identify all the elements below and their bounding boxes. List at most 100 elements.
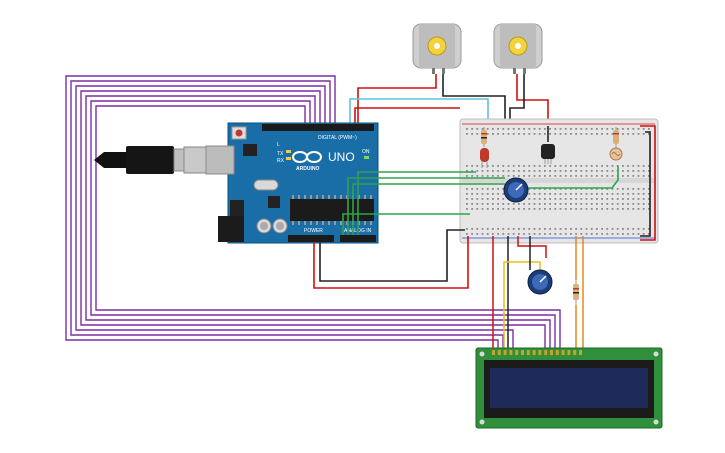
breadboard-hole[interactable]: [518, 175, 520, 177]
breadboard-hole[interactable]: [590, 175, 593, 177]
breadboard-hole[interactable]: [549, 198, 551, 200]
breadboard-hole[interactable]: [590, 133, 593, 135]
breadboard-hole[interactable]: [564, 203, 567, 205]
breadboard-hole[interactable]: [538, 188, 541, 190]
breadboard-hole[interactable]: [497, 228, 499, 230]
breadboard-hole[interactable]: [502, 193, 505, 195]
breadboard-hole[interactable]: [606, 188, 609, 190]
breadboard-hole[interactable]: [528, 170, 531, 172]
breadboard-hole[interactable]: [580, 193, 583, 195]
breadboard-hole[interactable]: [554, 203, 557, 205]
breadboard-hole[interactable]: [585, 208, 588, 210]
breadboard-hole[interactable]: [575, 198, 577, 200]
breadboard-hole[interactable]: [481, 198, 484, 200]
breadboard-hole[interactable]: [575, 165, 577, 167]
breadboard-hole[interactable]: [627, 193, 629, 195]
breadboard-hole[interactable]: [559, 128, 562, 130]
breadboard-hole[interactable]: [533, 198, 536, 200]
breadboard-hole[interactable]: [564, 188, 567, 190]
breadboard-hole[interactable]: [601, 170, 603, 172]
breadboard-hole[interactable]: [554, 170, 557, 172]
breadboard-hole[interactable]: [606, 228, 609, 230]
breadboard-hole[interactable]: [637, 170, 640, 172]
breadboard-hole[interactable]: [570, 193, 572, 195]
breadboard-hole[interactable]: [538, 175, 541, 177]
lcd-pin[interactable]: [544, 350, 548, 355]
breadboard-hole[interactable]: [538, 198, 541, 200]
breadboard-hole[interactable]: [538, 203, 541, 205]
breadboard-hole[interactable]: [611, 188, 614, 190]
potentiometer-contrast[interactable]: [527, 269, 553, 295]
breadboard-hole[interactable]: [622, 165, 624, 167]
breadboard-hole[interactable]: [554, 188, 557, 190]
breadboard-hole[interactable]: [544, 188, 546, 190]
breadboard-hole[interactable]: [538, 165, 541, 167]
breadboard-hole[interactable]: [559, 198, 562, 200]
breadboard-hole[interactable]: [476, 188, 479, 190]
breadboard-hole[interactable]: [502, 198, 505, 200]
breadboard-hole[interactable]: [507, 165, 510, 167]
breadboard-hole[interactable]: [549, 188, 551, 190]
breadboard-hole[interactable]: [471, 208, 473, 210]
breadboard-hole[interactable]: [627, 198, 629, 200]
breadboard-hole[interactable]: [518, 233, 520, 235]
breadboard-hole[interactable]: [596, 165, 598, 167]
breadboard-hole[interactable]: [486, 198, 489, 200]
breadboard-hole[interactable]: [575, 233, 577, 235]
breadboard-hole[interactable]: [616, 198, 619, 200]
breadboard-hole[interactable]: [601, 208, 603, 210]
breadboard-hole[interactable]: [549, 233, 551, 235]
breadboard-hole[interactable]: [497, 165, 499, 167]
breadboard-hole[interactable]: [606, 193, 609, 195]
breadboard-hole[interactable]: [637, 133, 640, 135]
breadboard-hole[interactable]: [564, 198, 567, 200]
breadboard-hole[interactable]: [611, 233, 614, 235]
breadboard-hole[interactable]: [507, 228, 510, 230]
breadboard-hole[interactable]: [492, 198, 494, 200]
breadboard-hole[interactable]: [466, 203, 468, 205]
breadboard-hole[interactable]: [512, 233, 515, 235]
breadboard-hole[interactable]: [564, 193, 567, 195]
breadboard-hole[interactable]: [585, 198, 588, 200]
breadboard-hole[interactable]: [528, 228, 531, 230]
breadboard-hole[interactable]: [596, 128, 598, 130]
breadboard-hole[interactable]: [518, 128, 520, 130]
breadboard-hole[interactable]: [533, 193, 536, 195]
breadboard-hole[interactable]: [486, 128, 489, 130]
breadboard-hole[interactable]: [575, 188, 577, 190]
breadboard-hole[interactable]: [492, 208, 494, 210]
breadboard-hole[interactable]: [648, 233, 650, 235]
breadboard-hole[interactable]: [549, 203, 551, 205]
breadboard-hole[interactable]: [471, 133, 473, 135]
breadboard-hole[interactable]: [533, 165, 536, 167]
breadboard-hole[interactable]: [601, 198, 603, 200]
breadboard-hole[interactable]: [596, 228, 598, 230]
breadboard-hole[interactable]: [507, 133, 510, 135]
breadboard-hole[interactable]: [559, 233, 562, 235]
breadboard-hole[interactable]: [492, 193, 494, 195]
power-header[interactable]: [288, 235, 334, 242]
lcd-pin[interactable]: [550, 350, 553, 355]
breadboard-hole[interactable]: [476, 233, 479, 235]
breadboard-hole[interactable]: [554, 198, 557, 200]
breadboard-hole[interactable]: [559, 133, 562, 135]
breadboard-hole[interactable]: [466, 228, 468, 230]
breadboard-hole[interactable]: [518, 208, 520, 210]
breadboard-hole[interactable]: [554, 193, 557, 195]
breadboard-hole[interactable]: [575, 175, 577, 177]
breadboard-hole[interactable]: [518, 170, 520, 172]
breadboard-hole[interactable]: [492, 170, 494, 172]
breadboard-hole[interactable]: [590, 170, 593, 172]
breadboard-hole[interactable]: [601, 233, 603, 235]
breadboard-hole[interactable]: [528, 233, 531, 235]
breadboard-hole[interactable]: [637, 208, 640, 210]
breadboard-hole[interactable]: [590, 193, 593, 195]
breadboard-hole[interactable]: [492, 188, 494, 190]
breadboard-hole[interactable]: [492, 228, 494, 230]
breadboard-hole[interactable]: [564, 133, 567, 135]
breadboard-hole[interactable]: [497, 188, 499, 190]
breadboard-hole[interactable]: [502, 128, 505, 130]
breadboard-hole[interactable]: [580, 208, 583, 210]
breadboard-hole[interactable]: [549, 165, 551, 167]
breadboard-hole[interactable]: [627, 133, 629, 135]
